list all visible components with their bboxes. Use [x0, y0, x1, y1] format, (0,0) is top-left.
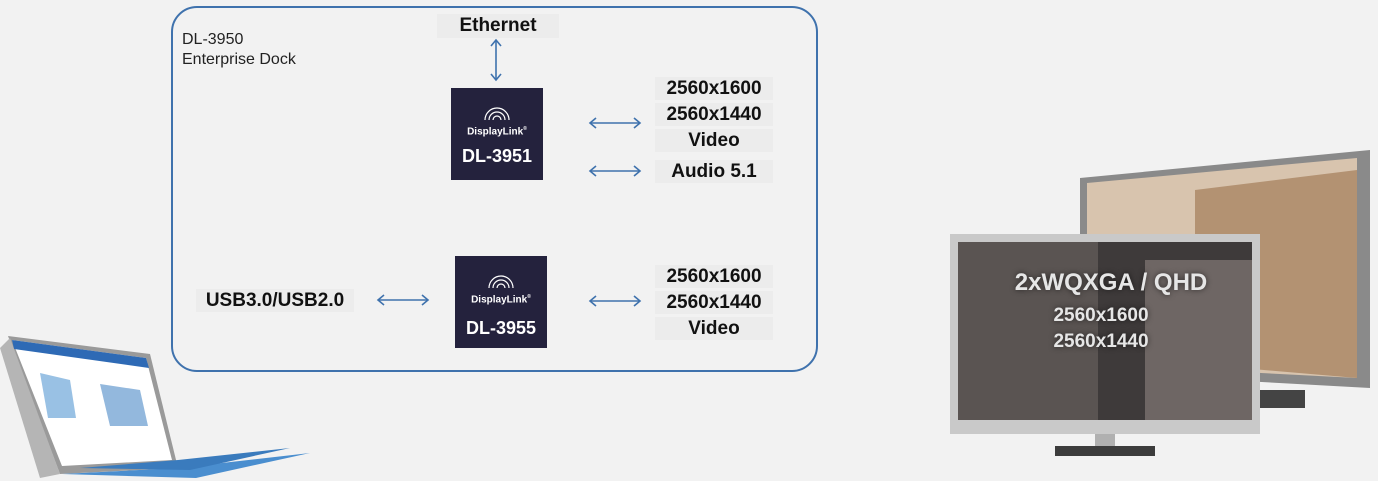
chip-model: DL-3955: [465, 318, 537, 338]
usb-input-label: USB3.0/USB2.0: [196, 289, 354, 312]
top-output-audio: Audio 5.1: [655, 160, 773, 183]
chip-dl3951: DisplayLink® DL-3951: [451, 88, 543, 180]
top-output-video: Video: [655, 129, 773, 152]
dual-monitor-illustration: [950, 150, 1370, 456]
ethernet-label: Ethernet: [437, 14, 559, 38]
chip-model: DL-3951: [461, 146, 533, 166]
dock-name: DL-3950: [182, 31, 244, 48]
chip-brand: DisplayLink®: [467, 126, 527, 138]
bottom-output-res1: 2560x1600: [655, 265, 773, 288]
top-output-res1: 2560x1600: [655, 77, 773, 100]
monitor-headline: 2xWQXGA / QHD: [1014, 269, 1208, 296]
chip-brand: DisplayLink®: [471, 294, 531, 306]
bottom-output-video: Video: [655, 317, 773, 340]
displaylink-logo-icon: [484, 107, 510, 121]
chip-dl3955: DisplayLink® DL-3955: [455, 256, 547, 348]
top-output-res2: 2560x1440: [655, 103, 773, 126]
monitor-res1: 2560x1600: [1053, 305, 1149, 326]
ethernet-arrow: [490, 38, 502, 82]
usb-arrow: [376, 294, 430, 306]
dock-outline: [171, 6, 818, 372]
video-arrow-top: [588, 117, 642, 129]
monitor-res2: 2560x1440: [1053, 331, 1149, 352]
displaylink-logo-icon: [488, 275, 514, 289]
tablet-laptop-illustration: [0, 336, 310, 478]
bottom-output-res2: 2560x1440: [655, 291, 773, 314]
audio-arrow: [588, 165, 642, 177]
dock-title: DL-3950 Enterprise Dock: [182, 30, 296, 70]
dock-subtitle: Enterprise Dock: [182, 51, 296, 68]
video-arrow-bottom: [588, 295, 642, 307]
